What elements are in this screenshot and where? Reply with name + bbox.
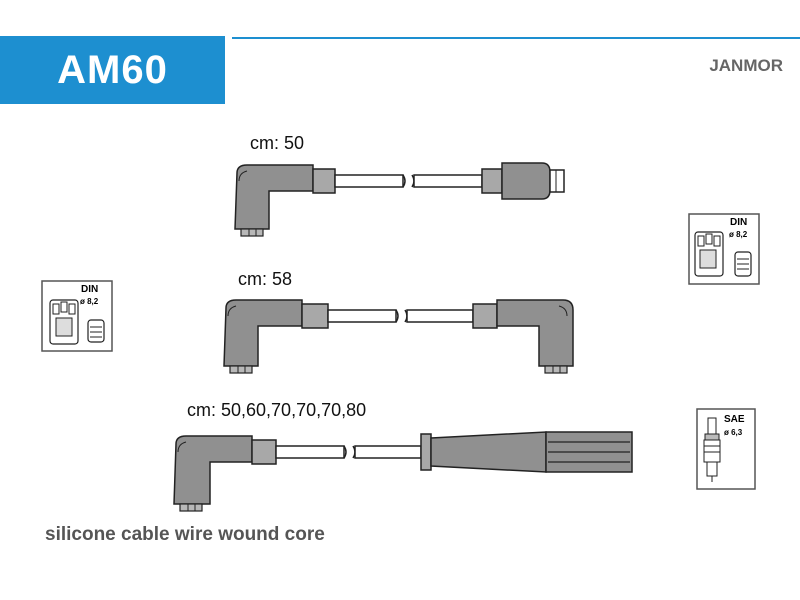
din-connector-icon-left bbox=[41, 280, 113, 352]
cable-1-length-label: cm: 50 bbox=[250, 133, 305, 153]
product-description: silicone cable wire wound core bbox=[45, 524, 325, 545]
cable-3-length-label: cm: 50,60,70,70,70,80 bbox=[187, 400, 367, 420]
header-rule bbox=[232, 37, 800, 39]
din-connector-icon-right bbox=[688, 213, 760, 285]
right-bottom-icon-size: ø 6,3 bbox=[724, 428, 743, 437]
sae-plug-icon bbox=[696, 408, 756, 490]
right-top-icon-size: ø 8,2 bbox=[729, 230, 748, 239]
cable-3 bbox=[173, 431, 633, 512]
cable-2-length-label: cm: 58 bbox=[238, 269, 293, 289]
brand-name: JANMOR bbox=[709, 56, 783, 75]
left-icon-standard: DIN bbox=[81, 284, 99, 295]
cable-1 bbox=[234, 162, 565, 237]
right-top-icon-standard: DIN bbox=[730, 217, 748, 228]
left-icon-size: ø 8,2 bbox=[80, 297, 99, 306]
right-bottom-icon-standard: SAE bbox=[724, 414, 745, 425]
cable-2 bbox=[223, 299, 574, 374]
part-code-badge: AM60 bbox=[0, 36, 225, 104]
